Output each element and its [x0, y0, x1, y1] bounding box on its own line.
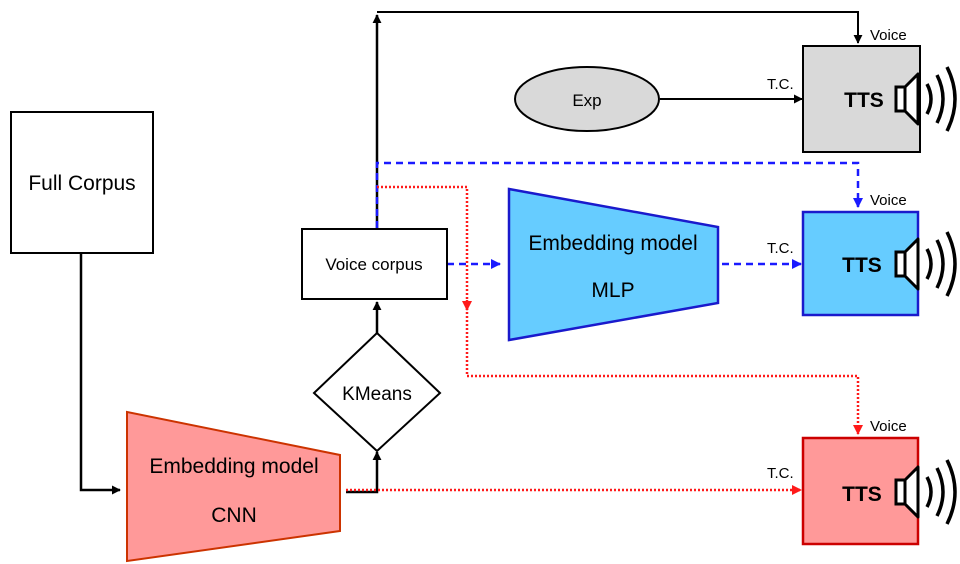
mlp-title-label: Embedding model	[528, 232, 697, 255]
node-full-corpus: Full Corpus	[10, 111, 154, 254]
voice-label-top: Voice	[870, 27, 907, 44]
full-corpus-label: Full Corpus	[28, 172, 135, 195]
node-kmeans: KMeans	[312, 331, 442, 453]
tts-top-label: TTS	[844, 89, 884, 112]
tts-bottom-label: TTS	[842, 483, 882, 506]
kmeans-label: KMeans	[342, 384, 412, 405]
speaker-icon	[894, 66, 957, 132]
node-mlp-embedding-model: Embedding model MLP	[507, 187, 720, 342]
node-voice-corpus: Voice corpus	[301, 228, 448, 300]
edge-labels: Voice Voice Voice T.C. T.C. T.C.	[767, 27, 907, 482]
speaker-icon	[894, 459, 957, 525]
node-cnn-embedding-model: Embedding model CNN	[126, 410, 341, 563]
voice-label-mid: Voice	[870, 192, 907, 209]
edge-top-horizontal	[377, 11, 863, 44]
cnn-title-label: Embedding model	[149, 455, 318, 478]
speaker-icon	[894, 231, 957, 297]
cnn-sub-label: CNN	[211, 504, 257, 527]
edge-voicecorpus-to-tts-mid-voice	[375, 161, 863, 228]
tc-label-mid: T.C.	[767, 240, 794, 257]
edge-fullcorpus-to-cnn	[79, 253, 121, 495]
edge-red-branch-down	[377, 185, 472, 311]
mlp-sub-label: MLP	[591, 279, 634, 302]
exp-label: Exp	[572, 91, 601, 110]
edge-red-to-tts-bottom-voice	[465, 300, 863, 435]
tc-label-top: T.C.	[767, 76, 794, 93]
edges	[79, 11, 863, 495]
tts-mid-label: TTS	[842, 254, 882, 277]
voice-corpus-label: Voice corpus	[325, 255, 422, 274]
edge-cnn-to-kmeans	[346, 451, 382, 494]
voice-label-bottom: Voice	[870, 418, 907, 435]
tc-label-bottom: T.C.	[767, 465, 794, 482]
node-exp: Exp	[514, 66, 660, 132]
